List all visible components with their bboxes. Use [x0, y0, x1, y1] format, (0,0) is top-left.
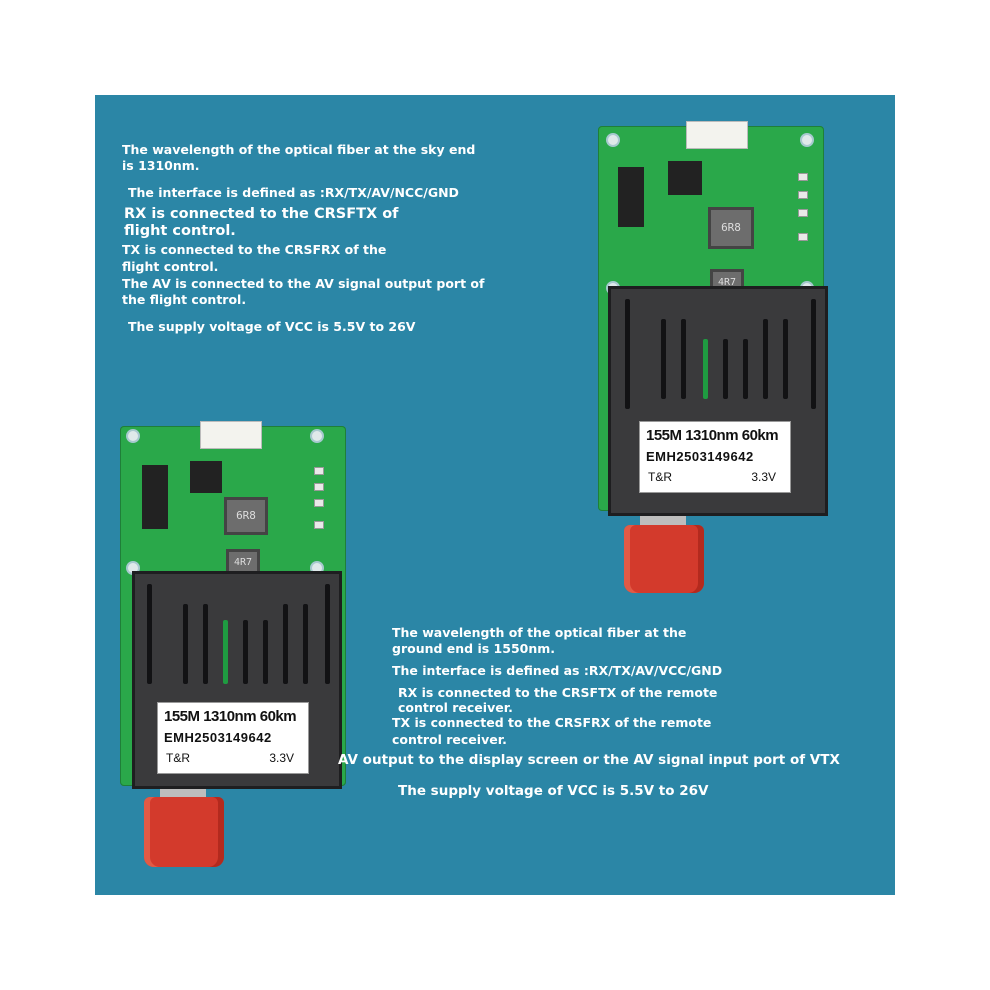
connector-ring — [160, 789, 206, 799]
ground-text-line-1: The wavelength of the optical fiber at t… — [392, 625, 687, 640]
vent-slot — [147, 584, 152, 684]
sky-text-line-9: the flight control. — [122, 292, 247, 307]
led — [314, 483, 324, 491]
label-serial: EMH2503149642 — [164, 730, 272, 745]
vent-slot — [811, 299, 816, 409]
vent-slot — [743, 339, 748, 399]
ground-text-line-3: The interface is defined as :RX/TX/AV/VC… — [392, 663, 723, 678]
led — [314, 521, 324, 529]
inductor-6r8: 6R8 — [708, 207, 754, 249]
led — [314, 467, 324, 475]
ground-text-line-7: control receiver. — [392, 732, 507, 747]
ic-chip — [618, 167, 644, 227]
vent-slot — [661, 319, 666, 399]
ground-text-line-5: control receiver. — [398, 700, 513, 715]
vent-slot — [783, 319, 788, 399]
pin-header-connector — [200, 421, 262, 449]
vent-slot — [303, 604, 308, 684]
transceiver-label: 155M 1310nm 60km EMH2503149642 T&R 3.3V — [157, 702, 309, 774]
inductor-6r8: 6R8 — [224, 497, 268, 535]
ground-text-line-6: TX is connected to the CRSFRX of the rem… — [392, 715, 712, 730]
sky-text-line-5: flight control. — [124, 223, 236, 239]
module-bottom-left: 6R8 4R7 155M 1310nm 60km EMH2503149642 T… — [120, 421, 350, 895]
label-spec: 155M 1310nm 60km — [646, 427, 779, 444]
vent-slot — [723, 339, 728, 399]
module-top-right: 6R8 4R7 155M 1310nm 60km EMH2503149642 T… — [598, 121, 828, 601]
vent-slot — [625, 299, 630, 409]
label-brand: T&R — [166, 751, 190, 765]
ground-text-line-8: AV output to the display screen or the A… — [338, 752, 840, 768]
sky-text-line-10: The supply voltage of VCC is 5.5V to 26V — [128, 319, 416, 334]
label-voltage: 3.3V — [751, 470, 776, 484]
led — [798, 233, 808, 241]
connector-ring — [640, 516, 686, 526]
product-panel: The wavelength of the optical fiber at t… — [95, 95, 895, 895]
vent-slot — [763, 319, 768, 399]
ground-text-line-2: ground end is 1550nm. — [392, 641, 556, 656]
label-serial: EMH2503149642 — [646, 449, 754, 464]
sky-text-line-3: The interface is defined as :RX/TX/AV/NC… — [128, 185, 459, 200]
vent-slot — [283, 604, 288, 684]
ground-text-line-4: RX is connected to the CRSFTX of the rem… — [398, 685, 718, 700]
optical-transceiver-cage: 155M 1310nm 60km EMH2503149642 T&R 3.3V — [132, 571, 342, 789]
label-voltage: 3.3V — [269, 751, 294, 765]
vent-slot — [243, 620, 248, 684]
mounting-hole — [606, 133, 620, 147]
vent-slot — [325, 584, 330, 684]
sky-text-line-7: flight control. — [122, 259, 219, 274]
vent-slot — [263, 620, 268, 684]
optical-transceiver-cage: 155M 1310nm 60km EMH2503149642 T&R 3.3V — [608, 286, 828, 516]
vent-slot — [681, 319, 686, 399]
fiber-connector-cap — [624, 525, 704, 593]
sky-text-line-8: The AV is connected to the AV signal out… — [122, 276, 485, 291]
led — [798, 173, 808, 181]
led — [314, 499, 324, 507]
sky-text-line-1: The wavelength of the optical fiber at t… — [122, 142, 476, 157]
vent-slot — [183, 604, 188, 684]
pin-header-connector — [686, 121, 748, 149]
ic-chip — [190, 461, 222, 493]
fiber-connector-cap — [144, 797, 224, 867]
ic-chip — [142, 465, 168, 529]
led — [798, 191, 808, 199]
sky-text-line-6: TX is connected to the CRSFRX of the — [122, 242, 387, 257]
vent-slot — [703, 339, 708, 399]
mounting-hole — [126, 429, 140, 443]
vent-slot — [203, 604, 208, 684]
ground-text-line-9: The supply voltage of VCC is 5.5V to 26V — [398, 783, 709, 799]
ic-chip — [668, 161, 702, 195]
label-spec: 155M 1310nm 60km — [164, 708, 297, 725]
mounting-hole — [310, 429, 324, 443]
vent-slot — [223, 620, 228, 684]
label-brand: T&R — [648, 470, 672, 484]
sky-text-line-4: RX is connected to the CRSFTX of — [124, 206, 399, 222]
sky-text-line-2: is 1310nm. — [122, 158, 200, 173]
transceiver-label: 155M 1310nm 60km EMH2503149642 T&R 3.3V — [639, 421, 791, 493]
mounting-hole — [800, 133, 814, 147]
led — [798, 209, 808, 217]
